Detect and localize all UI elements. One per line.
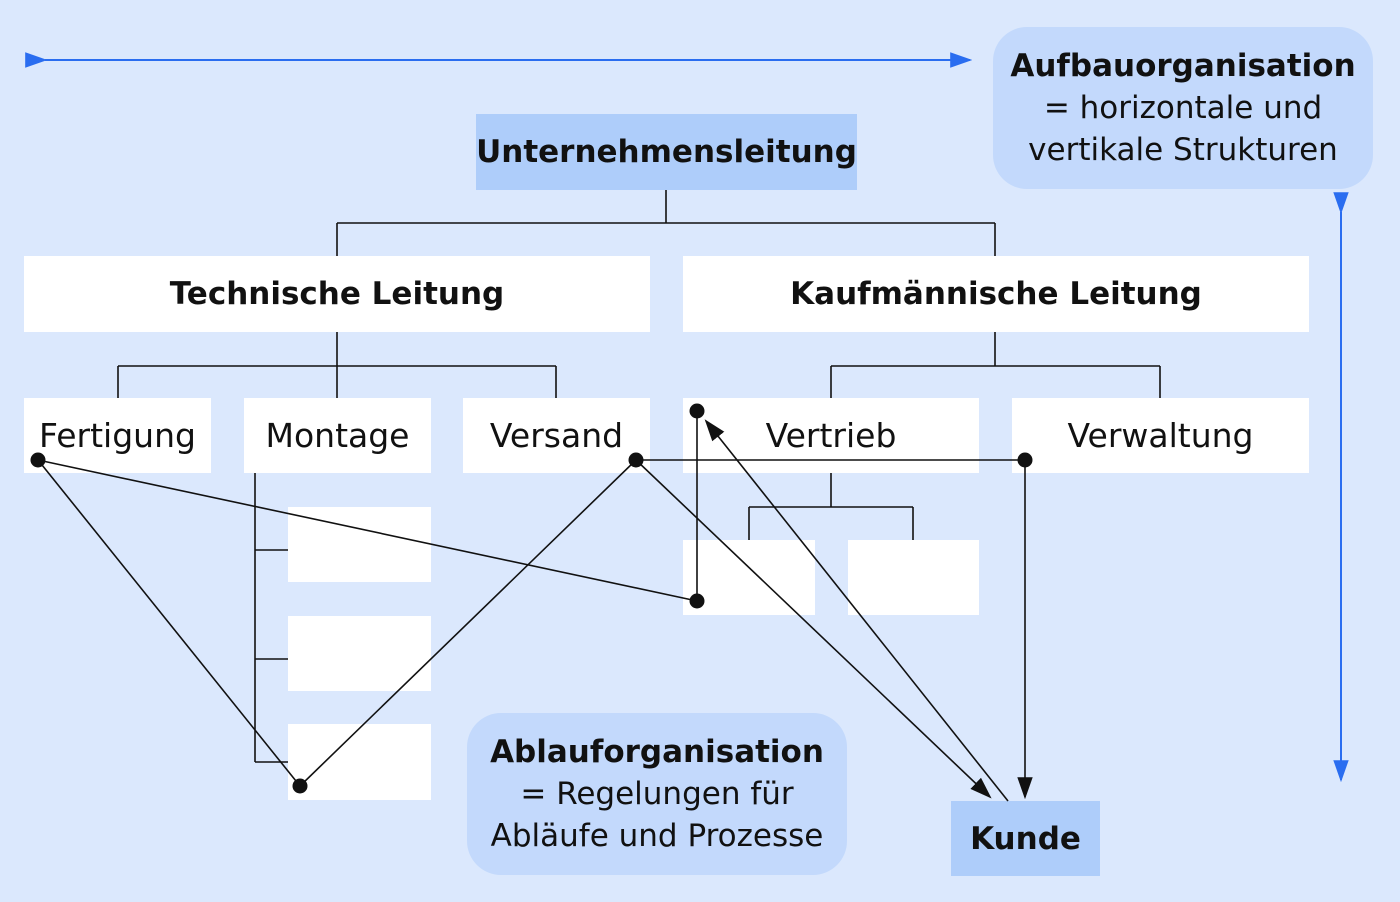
customer-label: Kunde xyxy=(970,820,1081,857)
flow-fertigung-to-montage-sub xyxy=(37,459,301,787)
structure-organization-callout: Aufbauorganisation = horizontale und ver… xyxy=(993,27,1373,189)
technical-management-label: Technische Leitung xyxy=(169,276,505,312)
technical-management-box: Technische Leitung xyxy=(24,256,650,332)
department-versand-box: Versand xyxy=(463,398,650,473)
structure-organization-line-2: vertikale Strukturen xyxy=(1028,132,1338,168)
department-fertigung-box: Fertigung xyxy=(24,398,211,473)
department-montage-label: Montage xyxy=(265,416,410,455)
customer-box: Kunde xyxy=(951,801,1100,876)
structure-organization-title: Aufbauorganisation xyxy=(1010,48,1356,84)
process-organization-line-1: = Regelungen für xyxy=(520,776,794,812)
process-organization-title: Ablauforganisation xyxy=(490,734,824,770)
process-organization-line-2: Abläufe und Prozesse xyxy=(490,818,824,854)
structure-organization-line-1: = horizontale und xyxy=(1043,90,1323,126)
department-versand-label: Versand xyxy=(489,416,624,455)
montage-subunit-2-box xyxy=(288,616,431,691)
process-organization-callout: Ablauforganisation = Regelungen für Ablä… xyxy=(467,713,847,875)
montage-subunit-3-box xyxy=(288,724,431,800)
top-management-label: Unternehmensleitung xyxy=(476,134,857,170)
department-verwaltung-box: Verwaltung xyxy=(1012,398,1309,473)
vertrieb-subunit-2-box xyxy=(848,540,979,615)
commercial-management-box: Kaufmännische Leitung xyxy=(683,256,1309,332)
vertrieb-subunit-1-box xyxy=(683,540,815,615)
department-vertrieb-box: Vertrieb xyxy=(683,398,979,473)
department-montage-box: Montage xyxy=(244,398,431,473)
commercial-management-label: Kaufmännische Leitung xyxy=(790,276,1202,312)
department-vertrieb-label: Vertrieb xyxy=(765,416,897,455)
department-verwaltung-label: Verwaltung xyxy=(1067,416,1254,455)
department-fertigung-label: Fertigung xyxy=(39,416,196,455)
top-management-box: Unternehmensleitung xyxy=(476,114,857,190)
montage-subunit-1-box xyxy=(288,507,431,582)
